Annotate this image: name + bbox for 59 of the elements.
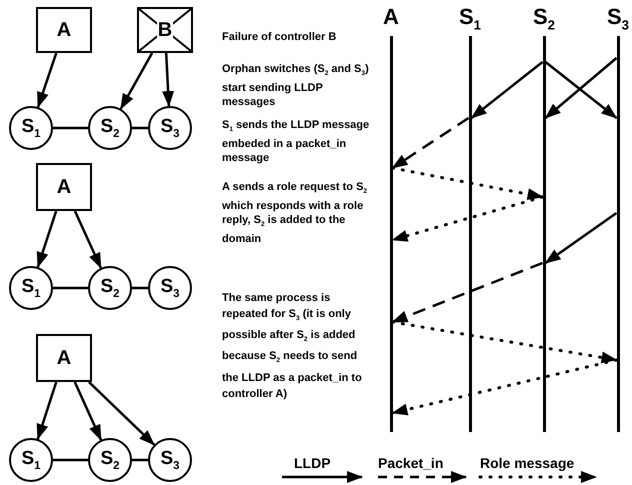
node-label: S$_{3}$: [160, 116, 180, 140]
arrow: [36, 382, 58, 440]
node-label: S$_{2}$: [100, 276, 120, 300]
message-arrow: [391, 358, 618, 416]
controller-box: [36, 163, 92, 211]
node-label: A: [56, 18, 72, 42]
link-line: [53, 126, 88, 130]
arrow: [36, 210, 58, 268]
switch-circle: [9, 266, 53, 310]
switch-circle: [148, 266, 192, 310]
message-arrow: [392, 116, 470, 170]
step-note: A sends a role request to S$_{2}$ which responds with a role reply, S$_{2}$ is added to the domain: [222, 180, 368, 246]
legend-label: Role message: [480, 455, 574, 471]
step-note: S$_{1}$ sends the LLDP message embeded in a packet_in message: [222, 118, 370, 166]
message-arrow: [392, 262, 543, 324]
message-arrow: [391, 196, 544, 242]
switch-circle: [148, 438, 192, 482]
node-label: S$_{2}$: [100, 116, 120, 140]
legend-label: LLDP: [294, 455, 331, 471]
node-label: S$_{1}$: [21, 116, 41, 140]
arrow: [120, 52, 154, 110]
node-label: B: [156, 20, 174, 40]
legend-label: Packet_in: [378, 455, 444, 471]
message-arrow: [391, 320, 618, 364]
node-label: S$_{3}$: [160, 448, 180, 472]
link-line: [132, 458, 148, 462]
step-note: Failure of controller B: [222, 30, 338, 44]
controller-box: [36, 334, 92, 382]
step-note: Orphan switches (S$_{2}$ and S$_{3}$) start sending LLDP messages: [222, 62, 370, 110]
step-note: The same process is repeated for S$_{3}$ (it is only possible after S$_{2}$ is added because S$_{2}$ needs to send the LLDP as a packet_in to controller A): [222, 291, 363, 402]
arrow: [88, 381, 156, 446]
message-arrow: [544, 212, 618, 264]
node-label: S$_{2}$: [100, 448, 120, 472]
node-label: A: [56, 176, 72, 198]
arrow: [162, 52, 174, 108]
message-arrow: [470, 61, 544, 119]
node-label: S$_{1}$: [21, 276, 41, 300]
arrow: [74, 210, 102, 269]
link-line: [53, 286, 88, 290]
arrow: [36, 52, 58, 108]
switch-circle: [9, 106, 53, 150]
link-line: [132, 126, 148, 130]
lifeline-label: S$_{3}$: [606, 4, 630, 32]
lifeline-label: S$_{2}$: [532, 4, 556, 32]
switch-circle: [9, 438, 53, 482]
arrow: [74, 381, 102, 441]
controller-box: [36, 7, 92, 53]
switch-circle: [88, 106, 132, 150]
message-arrow: [391, 166, 544, 200]
node-label: S$_{3}$: [160, 276, 180, 300]
lifeline-label: S$_{1}$: [458, 4, 482, 32]
link-line: [53, 458, 88, 462]
switch-circle: [148, 106, 192, 150]
link-line: [132, 286, 148, 290]
switch-circle: [88, 266, 132, 310]
lifeline-label: A: [382, 4, 400, 30]
node-label: A: [56, 346, 72, 370]
switch-circle: [88, 438, 132, 482]
node-label: S$_{1}$: [21, 448, 41, 472]
